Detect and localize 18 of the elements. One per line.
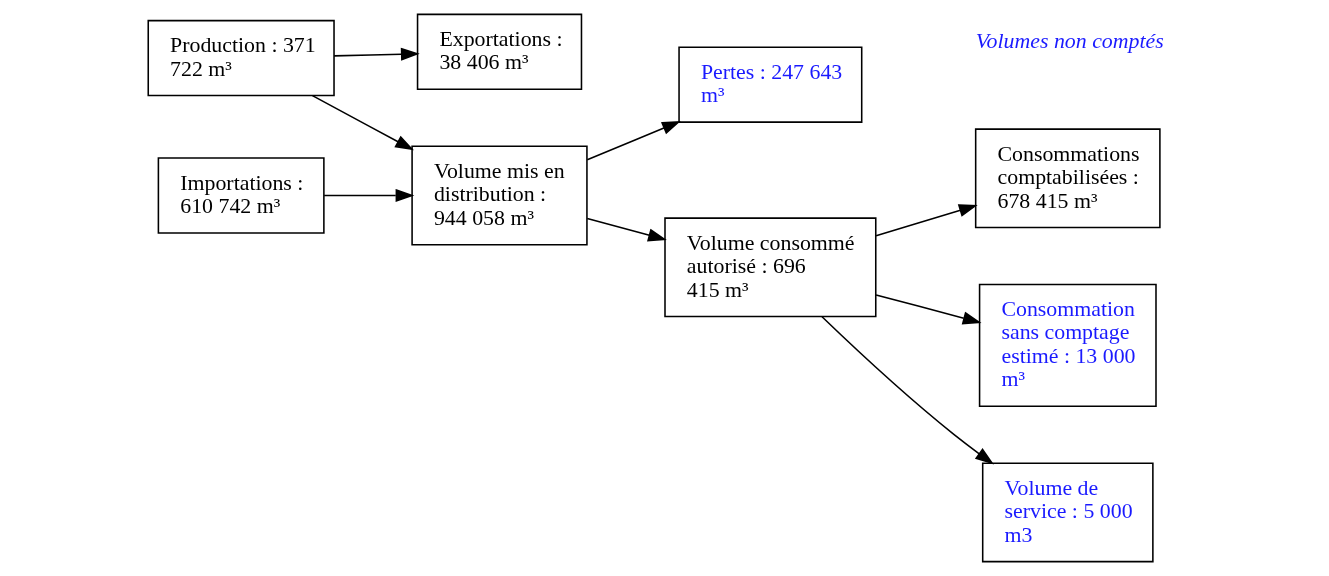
node-box: Consommations comptabilisées : 678 415 m³: [974, 128, 1161, 229]
node-box: Importations : 610 742 m³: [157, 157, 325, 234]
node-box: Exportations : 38 406 m³: [416, 13, 582, 91]
arrow: [874, 204, 978, 237]
label: Volumes non comptés: [975, 29, 1164, 54]
node-box: Pertes : 247 643 m³: [677, 46, 862, 123]
arrow: [586, 217, 667, 242]
node-box: Volume mis en distribution : 944 058 m³: [410, 145, 588, 246]
arrow: [874, 294, 981, 325]
arrow: [332, 47, 420, 61]
node-box: Consommation sans comptage estimé : 13 000 m³: [978, 283, 1157, 408]
arrow: [820, 316, 994, 465]
arrow: [311, 94, 414, 151]
arrow: [322, 188, 414, 203]
node-box: Volume de service : 5 000 m3: [981, 462, 1154, 563]
node-box: Volume consommé autorisé : 696 415 m³: [663, 217, 877, 318]
arrow: [586, 121, 681, 161]
node-box: Production : 371 722 m³: [146, 19, 335, 97]
